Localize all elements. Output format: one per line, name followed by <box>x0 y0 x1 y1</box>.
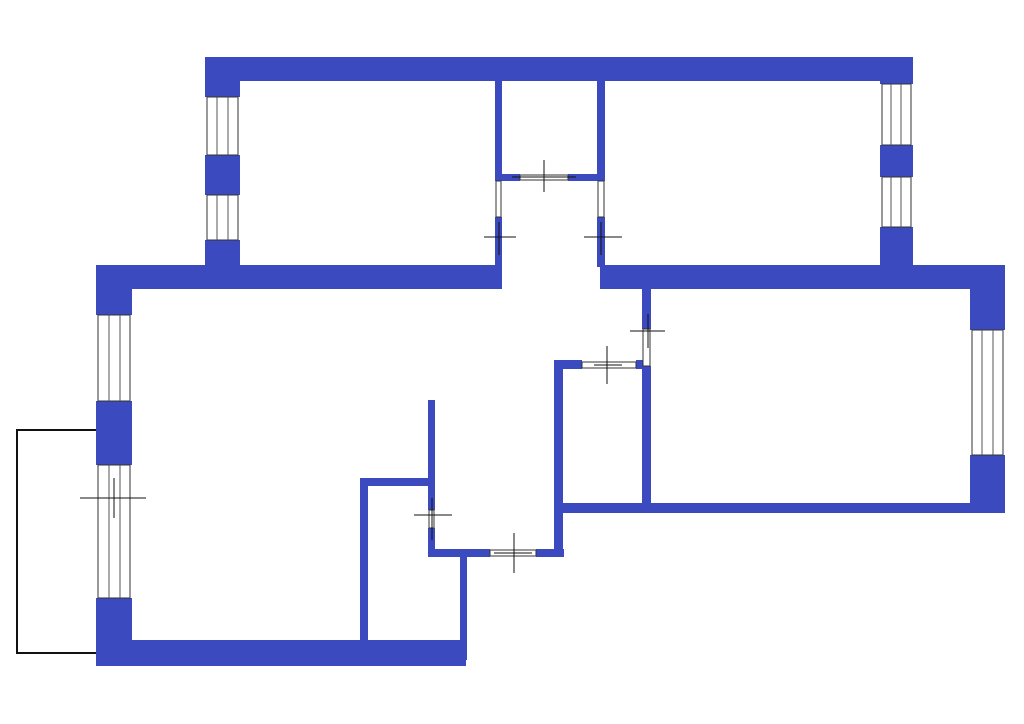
wall-hall-partition <box>428 400 435 510</box>
wall-right-room-bottom <box>554 503 1005 513</box>
wall-wc-top-left <box>554 360 582 369</box>
wall-right-room-left-lower <box>642 366 651 506</box>
wall-bath-top <box>360 478 435 486</box>
wall-room2-bottom <box>600 265 913 289</box>
wall-right-outer-bottom-corner <box>970 455 1005 513</box>
door-right-room <box>642 328 651 367</box>
wall-room1-right <box>495 81 502 181</box>
wall-right-outer-corner <box>970 265 1005 330</box>
wall-hall-bottom-right <box>536 549 564 557</box>
wall-hall-partition-low <box>428 528 435 556</box>
wall-left-top-corner <box>96 265 132 315</box>
door-room1 <box>495 180 502 218</box>
wall-top-right-corner <box>880 57 913 84</box>
wall-wc-left <box>554 360 563 557</box>
wall-room2-left <box>597 81 605 181</box>
wall-top-left-corner <box>205 57 240 97</box>
wall-corridor-top-left <box>500 174 520 181</box>
wall-top-right-pier <box>880 145 913 177</box>
wall-right-room-left <box>642 289 651 329</box>
wall-bottom <box>96 640 466 666</box>
wall-left-pier <box>96 401 132 465</box>
window-5 <box>97 314 131 402</box>
wall-top-left-pier <box>205 155 240 195</box>
wall-corridor-top-right <box>568 174 602 181</box>
wall-top <box>205 57 913 81</box>
wall-room1-bottom <box>205 265 502 289</box>
window-1 <box>206 96 239 156</box>
window-3 <box>881 83 912 146</box>
door-room2 <box>597 180 605 218</box>
window-4 <box>881 176 912 228</box>
window-6 <box>971 329 1004 456</box>
window-2 <box>206 194 239 241</box>
wall-bath-left <box>360 478 368 642</box>
wall-hall-bottom-left <box>428 549 490 557</box>
windows <box>97 83 1004 599</box>
doors <box>80 160 665 573</box>
wall-top-right-bottom-pier <box>880 227 913 270</box>
balcony <box>16 429 102 654</box>
wall-bath-right <box>460 550 467 660</box>
